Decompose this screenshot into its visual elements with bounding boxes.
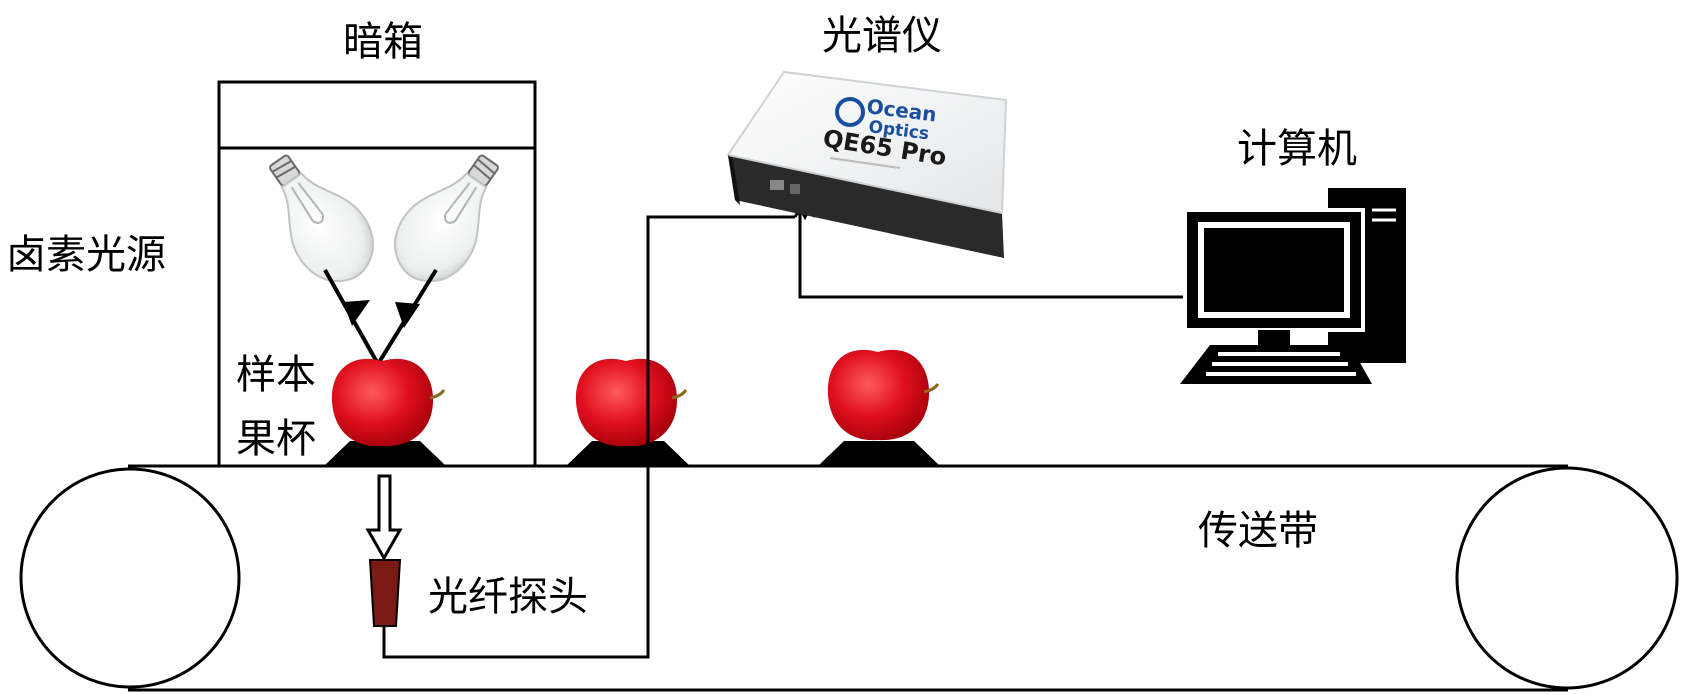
conveyor-belt — [19, 464, 1679, 692]
sample-apple-3 — [818, 349, 940, 466]
fiber-probe — [368, 210, 817, 659]
sample-cup-1 — [324, 441, 446, 466]
label-conveyor-belt: 传送带 — [1198, 508, 1318, 554]
light-arrow-right — [376, 268, 438, 366]
label-dark-box: 暗箱 — [343, 19, 423, 65]
sample-cup-2 — [566, 441, 690, 466]
computer — [1180, 188, 1406, 384]
data-cable — [798, 200, 1185, 299]
left-roller — [19, 467, 241, 689]
right-roller — [1455, 466, 1679, 690]
spectrometer-device: Ocean Optics QE65 Pro — [726, 70, 1008, 258]
halogen-bulb-left — [269, 154, 374, 283]
label-fiber-probe: 光纤探头 — [428, 574, 588, 620]
label-sample-cup-line2: 果杯 — [236, 416, 316, 462]
sample-apple-2 — [566, 358, 690, 466]
sample-apple-1 — [324, 358, 446, 466]
label-spectrometer: 光谱仪 — [822, 13, 942, 59]
probe-arrow — [365, 474, 403, 562]
sample-cup-3 — [818, 441, 940, 466]
label-computer: 计算机 — [1237, 126, 1357, 172]
halogen-bulb-right — [394, 154, 499, 283]
label-halogen-light: 卤素光源 — [6, 232, 166, 278]
light-arrow-left — [323, 269, 380, 365]
label-sample-cup-line1: 样本 — [236, 352, 316, 398]
